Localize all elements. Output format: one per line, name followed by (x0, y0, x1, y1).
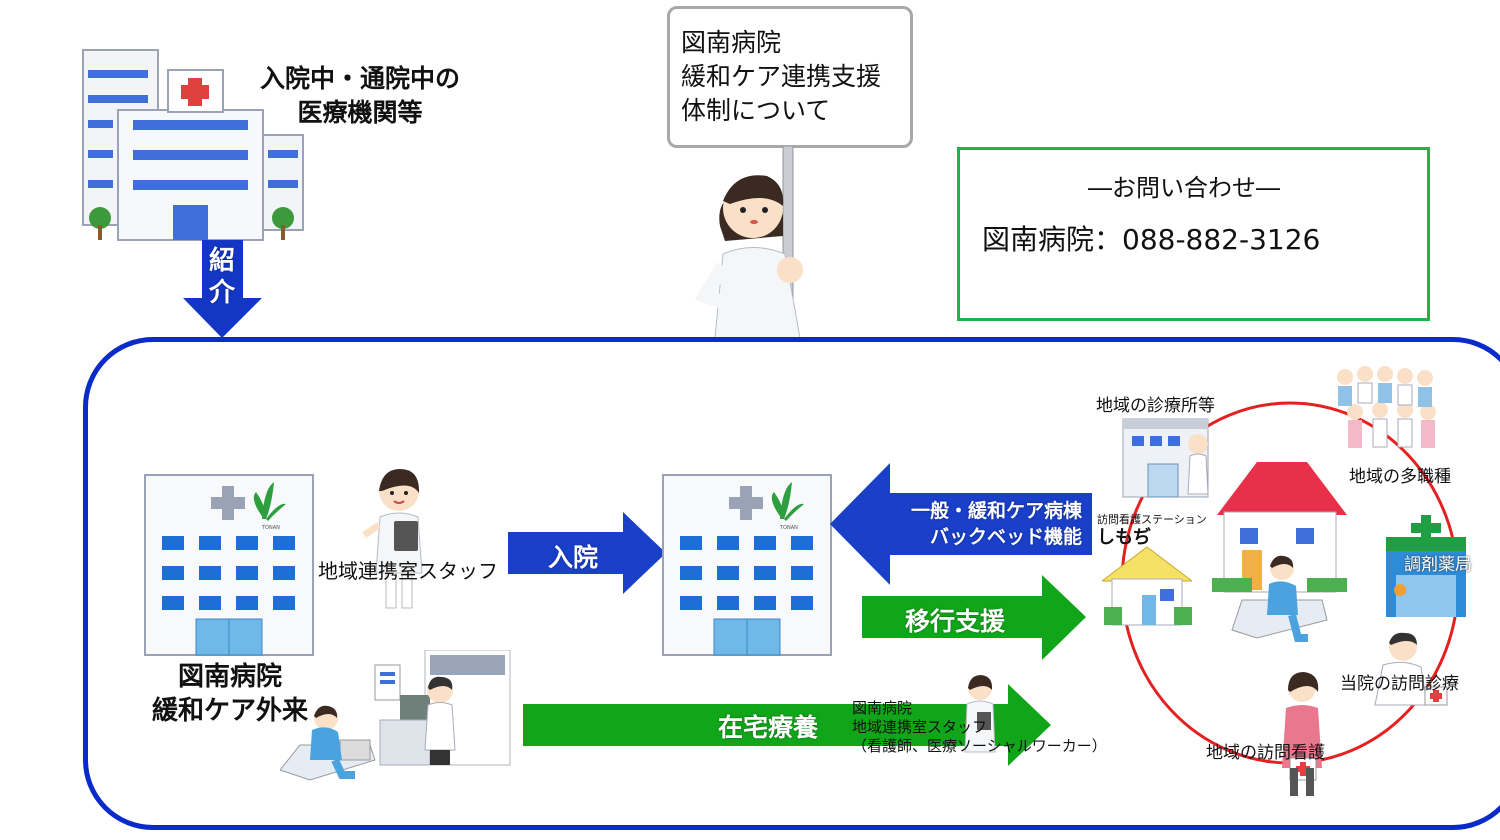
community-visiting-nurse-icon (1282, 672, 1322, 796)
referring-hospital-icon (82, 49, 304, 241)
liaison-staff-label: 地域連携室スタッフ (318, 559, 498, 583)
referring-institution-title: 入院中・通院中の 医療機関等 (250, 62, 470, 130)
sign-line1: 図南病院 (681, 28, 782, 57)
backbed-line2: バックベッド機能 (929, 526, 1082, 548)
community-pharmacy-label: 調剤薬局 (1404, 555, 1472, 575)
referral-label: 紹 介 (205, 245, 239, 309)
contact-box (957, 147, 1430, 321)
referring-title-line2: 医療機関等 (297, 98, 423, 127)
backbed-function-label: 一般・緩和ケア病棟 バックベッド機能 (900, 498, 1082, 550)
home-staff-line3: （看護師、医療ソーシャルワーカー） (852, 737, 1107, 755)
admission-arrow (508, 512, 666, 594)
visiting-nurse-station-house-icon (1102, 546, 1192, 626)
transition-support-arrow (862, 575, 1086, 660)
support-system-frame (83, 337, 1500, 830)
community-multidisciplinary-staff-icon (1337, 366, 1436, 448)
contact-phone[interactable]: 図南病院：088-882-3126 (982, 223, 1321, 256)
outpatient-consultation-scene (280, 650, 511, 781)
building-logo-left: TONAN (261, 525, 280, 531)
sign-line3: 体制について (681, 96, 831, 125)
patient-home-icon (1212, 462, 1347, 642)
visiting-nurse-station-name: しもぢ (1097, 527, 1151, 548)
home-staff-line2: 地域連携室スタッフ (852, 718, 988, 736)
admission-label: 入院 (548, 543, 599, 572)
tonan-hospital-building-left: TONAN (144, 474, 314, 656)
outpatient-line1: 図南病院 (177, 662, 282, 692)
building-logo-center: TONAN (779, 525, 798, 531)
referral-char1: 紹 (208, 246, 235, 276)
tonan-hospital-building-center: TONAN (662, 474, 832, 656)
nurse-holding-sign-icon (695, 146, 803, 338)
home-visit-doctor-icon (1374, 632, 1448, 706)
transition-support-label: 移行支援 (905, 607, 1006, 636)
referring-title-line1: 入院中・通院中の (259, 64, 460, 93)
community-pharmacy-icon (1386, 515, 1466, 617)
community-clinic-icon (1122, 418, 1209, 498)
palliative-outpatient-label: 図南病院 緩和ケア外来 (140, 660, 320, 728)
community-multidisciplinary-label: 地域の多職種 (1349, 467, 1451, 487)
contact-heading: ―お問い合わせ― (1088, 174, 1280, 202)
home-visit-care-label: 当院の訪問診療 (1340, 674, 1459, 694)
home-care-label: 在宅療養 (718, 713, 819, 742)
backbed-line1: 一般・緩和ケア病棟 (910, 500, 1082, 522)
liaison-staff-nurse-icon (362, 469, 423, 609)
home-staff-line1: 図南病院 (852, 699, 913, 717)
backbed-function-arrow (830, 463, 1092, 585)
sign-line2: 緩和ケア連携支援 (681, 62, 882, 91)
community-clinics-label: 地域の診療所等 (1096, 396, 1215, 416)
referral-char2: 介 (208, 278, 235, 308)
home-care-arrow (523, 684, 1051, 766)
home-care-staff-label: 図南病院 地域連携室スタッフ （看護師、医療ソーシャルワーカー） (852, 699, 1107, 756)
info-sign-text: 図南病院 緩和ケア連携支援 体制について (681, 26, 881, 128)
community-visiting-nurse-label: 地域の訪問看護 (1206, 743, 1325, 763)
referral-arrow (183, 240, 262, 338)
outpatient-line2: 緩和ケア外来 (151, 696, 308, 726)
home-care-nurse-icon (964, 675, 996, 753)
visiting-nurse-station-type: 訪問看護ステーション (1097, 513, 1207, 526)
